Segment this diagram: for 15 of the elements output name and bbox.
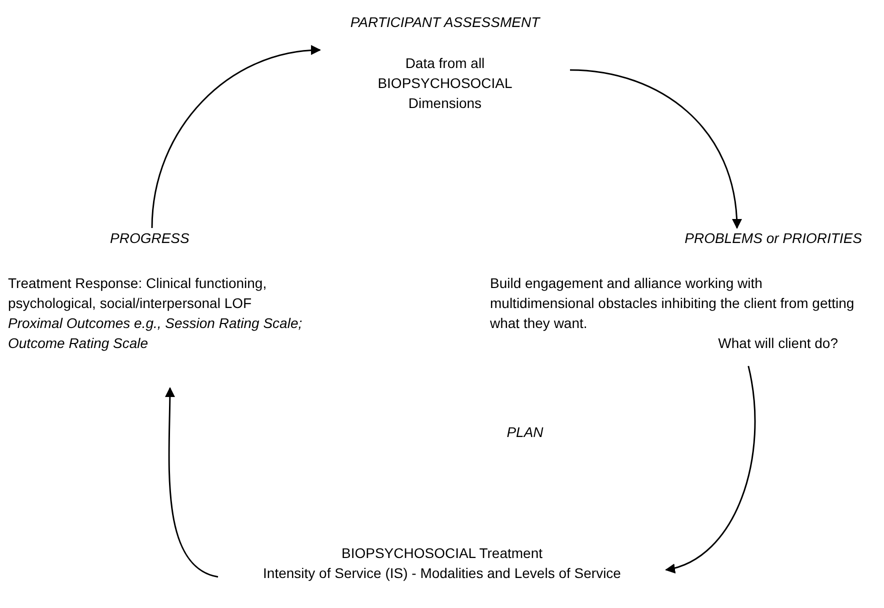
- note-text: Proximal Outcomes e.g., Session Rating Scale; Outcome Rating Scale: [8, 314, 304, 353]
- body-text: BIOPSYCHOSOCIAL Treatment: [340, 544, 544, 563]
- curved-arrow: [570, 69, 742, 229]
- curved-arrow: [151, 46, 321, 228]
- stage-heading: PLAN: [506, 423, 544, 442]
- body-text: Data from all BIOPSYCHOSOCIAL Dimensions: [376, 54, 514, 113]
- stage-heading: PROGRESS: [109, 229, 190, 248]
- note-text: Intensity of Service (IS) - Modalities and Levels of Service: [262, 564, 622, 583]
- body-text: Treatment Response: Clinical functioning, psychological, social/interpersonal LOF: [8, 274, 268, 313]
- curved-arrow: [164, 387, 218, 578]
- note-text: What will client do?: [717, 334, 839, 353]
- body-text: Build engagement and alliance working with multidimensional obstacles inhibiting the client from getting what they want.: [490, 274, 856, 333]
- curved-arrow: [665, 366, 756, 572]
- stage-heading: PARTICIPANT ASSESSMENT: [349, 13, 542, 32]
- stage-heading: PROBLEMS or PRIORITIES: [684, 229, 863, 248]
